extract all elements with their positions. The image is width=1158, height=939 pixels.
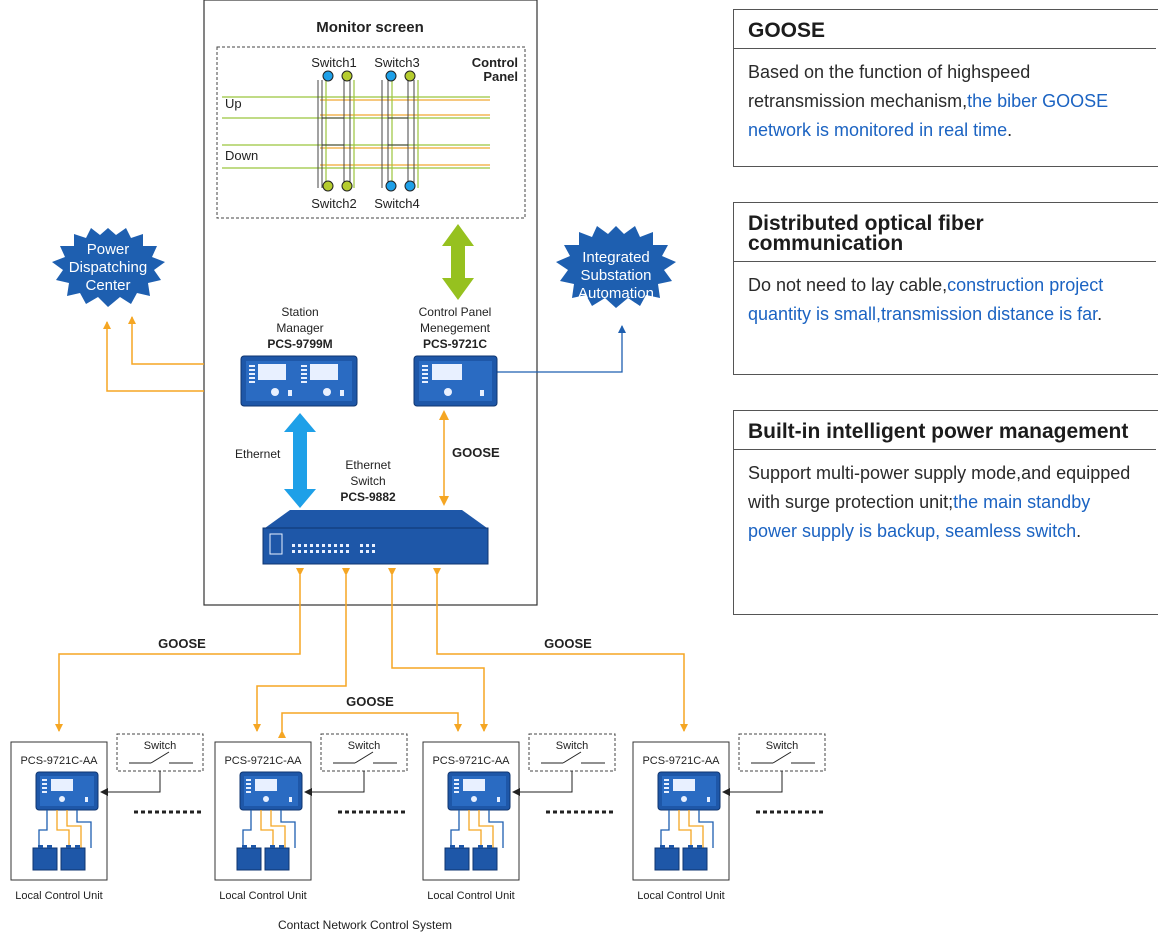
feature-description: Do not need to lay cable,construction pr… (748, 275, 1104, 324)
switch3-blue-indicator (385, 70, 397, 82)
control-panel-mgmt-label-2: Menegement (420, 321, 491, 335)
control-panel-mgmt-label-1: Control Panel (419, 305, 492, 319)
switch-link (100, 771, 161, 796)
unit-switch: Switch (116, 733, 204, 772)
feature-card-power: Built-in intelligent power management Su… (733, 410, 1158, 615)
goose-label-mid: GOOSE (346, 694, 394, 709)
switch-link (512, 771, 573, 796)
local-control-unit: PCS-9721C-AA Local Control Unit Switch (632, 733, 826, 902)
unit-model: PCS-9721C-AA (432, 755, 510, 767)
unit-switch: Switch (528, 733, 616, 772)
station-manager-device (240, 355, 358, 407)
ethernet-switch-model: PCS-9882 (340, 490, 396, 504)
feature-description: Support multi-power supply mode,and equi… (748, 463, 1131, 541)
battery-icon (236, 847, 262, 871)
unit-switch: Switch (738, 733, 826, 772)
feature-card-goose: GOOSE Based on the function of highspeed… (733, 9, 1158, 167)
battery-icon (60, 847, 86, 871)
ethernet-switch-device (262, 510, 489, 565)
ethernet-switch-label-2: Switch (350, 474, 385, 488)
switch4-blue-indicator (385, 180, 397, 192)
feature-title: Distributed optical fiber communication (734, 203, 1156, 262)
switch2-green-indicator (322, 180, 334, 192)
switch-label: Switch (348, 740, 380, 752)
battery-icon (32, 847, 58, 871)
integrated-cloud-line-1: Integrated (582, 249, 650, 266)
switch2-label: Switch2 (311, 196, 357, 211)
battery-icon (682, 847, 708, 871)
local-control-unit: PCS-9721C-AA Local Control Unit Switch (214, 733, 408, 902)
goose-arrowhead-down (439, 496, 449, 506)
goose-label-left: GOOSE (158, 636, 206, 651)
switch-label: Switch (144, 740, 176, 752)
switch4-label: Switch4 (374, 196, 420, 211)
switch-label: Switch (766, 740, 798, 752)
switch1-green-indicator (341, 70, 353, 82)
control-panel-display: Control Panel Switch1 Switch3 Switch2 Sw… (216, 46, 526, 219)
switch2-green-indicator-2 (341, 180, 353, 192)
ethernet-label: Ethernet (235, 447, 281, 461)
unit-device (657, 771, 721, 811)
monitor-screen-frame (203, 0, 538, 606)
unit-switch: Switch (320, 733, 408, 772)
switch-label: Switch (556, 740, 588, 752)
control-panel-mgmt-model: PCS-9721C (423, 337, 487, 351)
unit-device (35, 771, 99, 811)
station-manager-label-1: Station (281, 305, 318, 319)
station-manager-label-2: Manager (276, 321, 323, 335)
unit-device (447, 771, 511, 811)
switch1-blue-indicator (322, 70, 334, 82)
switch-link (722, 771, 783, 796)
monitor-screen-title: Monitor screen (316, 19, 424, 36)
switch4-blue-indicator-2 (404, 180, 416, 192)
integrated-substation-cloud: Integrated Substation Automation (556, 226, 676, 308)
feature-description: Based on the function of highspeed retra… (748, 62, 1109, 140)
battery-icon (472, 847, 498, 871)
unit-label: Local Control Unit (427, 890, 514, 902)
automation-link (497, 325, 626, 373)
switch3-green-indicator (404, 70, 416, 82)
goose-label-right: GOOSE (452, 445, 500, 460)
power-dispatching-center-cloud: Power Dispatching Center (52, 228, 165, 307)
battery-icon (654, 847, 680, 871)
control-panel-mgmt-device (413, 355, 498, 407)
power-cloud-line-1: Power (87, 241, 130, 258)
goose-label-far: GOOSE (544, 636, 592, 651)
local-control-unit: PCS-9721C-AA Local Control Unit Switch (10, 733, 204, 902)
unit-label: Local Control Unit (637, 890, 724, 902)
diagram-caption: Contact Network Control System (278, 918, 452, 932)
feature-card-fiber: Distributed optical fiber communication … (733, 202, 1158, 375)
switch1-label: Switch1 (311, 55, 357, 70)
ethernet-link-arrow (284, 413, 316, 508)
goose-network-links (55, 568, 688, 738)
integrated-cloud-line-3: Automation (578, 285, 654, 302)
feature-title: GOOSE (734, 10, 1156, 49)
integrated-cloud-line-2: Substation (581, 267, 652, 284)
goose-arrowhead-up (439, 410, 449, 420)
unit-device (239, 771, 303, 811)
unit-label: Local Control Unit (219, 890, 306, 902)
control-panel-label-2: Panel (483, 69, 518, 84)
switch3-label: Switch3 (374, 55, 420, 70)
ethernet-switch-label-1: Ethernet (345, 458, 391, 472)
power-cloud-line-3: Center (85, 277, 130, 294)
down-label: Down (225, 148, 258, 163)
station-manager-model: PCS-9799M (267, 337, 332, 351)
unit-model: PCS-9721C-AA (224, 755, 302, 767)
unit-model: PCS-9721C-AA (20, 755, 98, 767)
battery-icon (264, 847, 290, 871)
switch-link (304, 771, 365, 796)
dispatch-links (103, 316, 204, 392)
unit-model: PCS-9721C-AA (642, 755, 720, 767)
up-label: Up (225, 96, 242, 111)
battery-icon (444, 847, 470, 871)
control-panel-link-arrow (442, 224, 474, 300)
feature-title: Built-in intelligent power management (734, 411, 1156, 450)
power-cloud-line-2: Dispatching (69, 259, 147, 276)
local-control-unit: PCS-9721C-AA Local Control Unit Switch (422, 733, 616, 902)
unit-label: Local Control Unit (15, 890, 102, 902)
control-panel-label-1: Control (472, 55, 518, 70)
